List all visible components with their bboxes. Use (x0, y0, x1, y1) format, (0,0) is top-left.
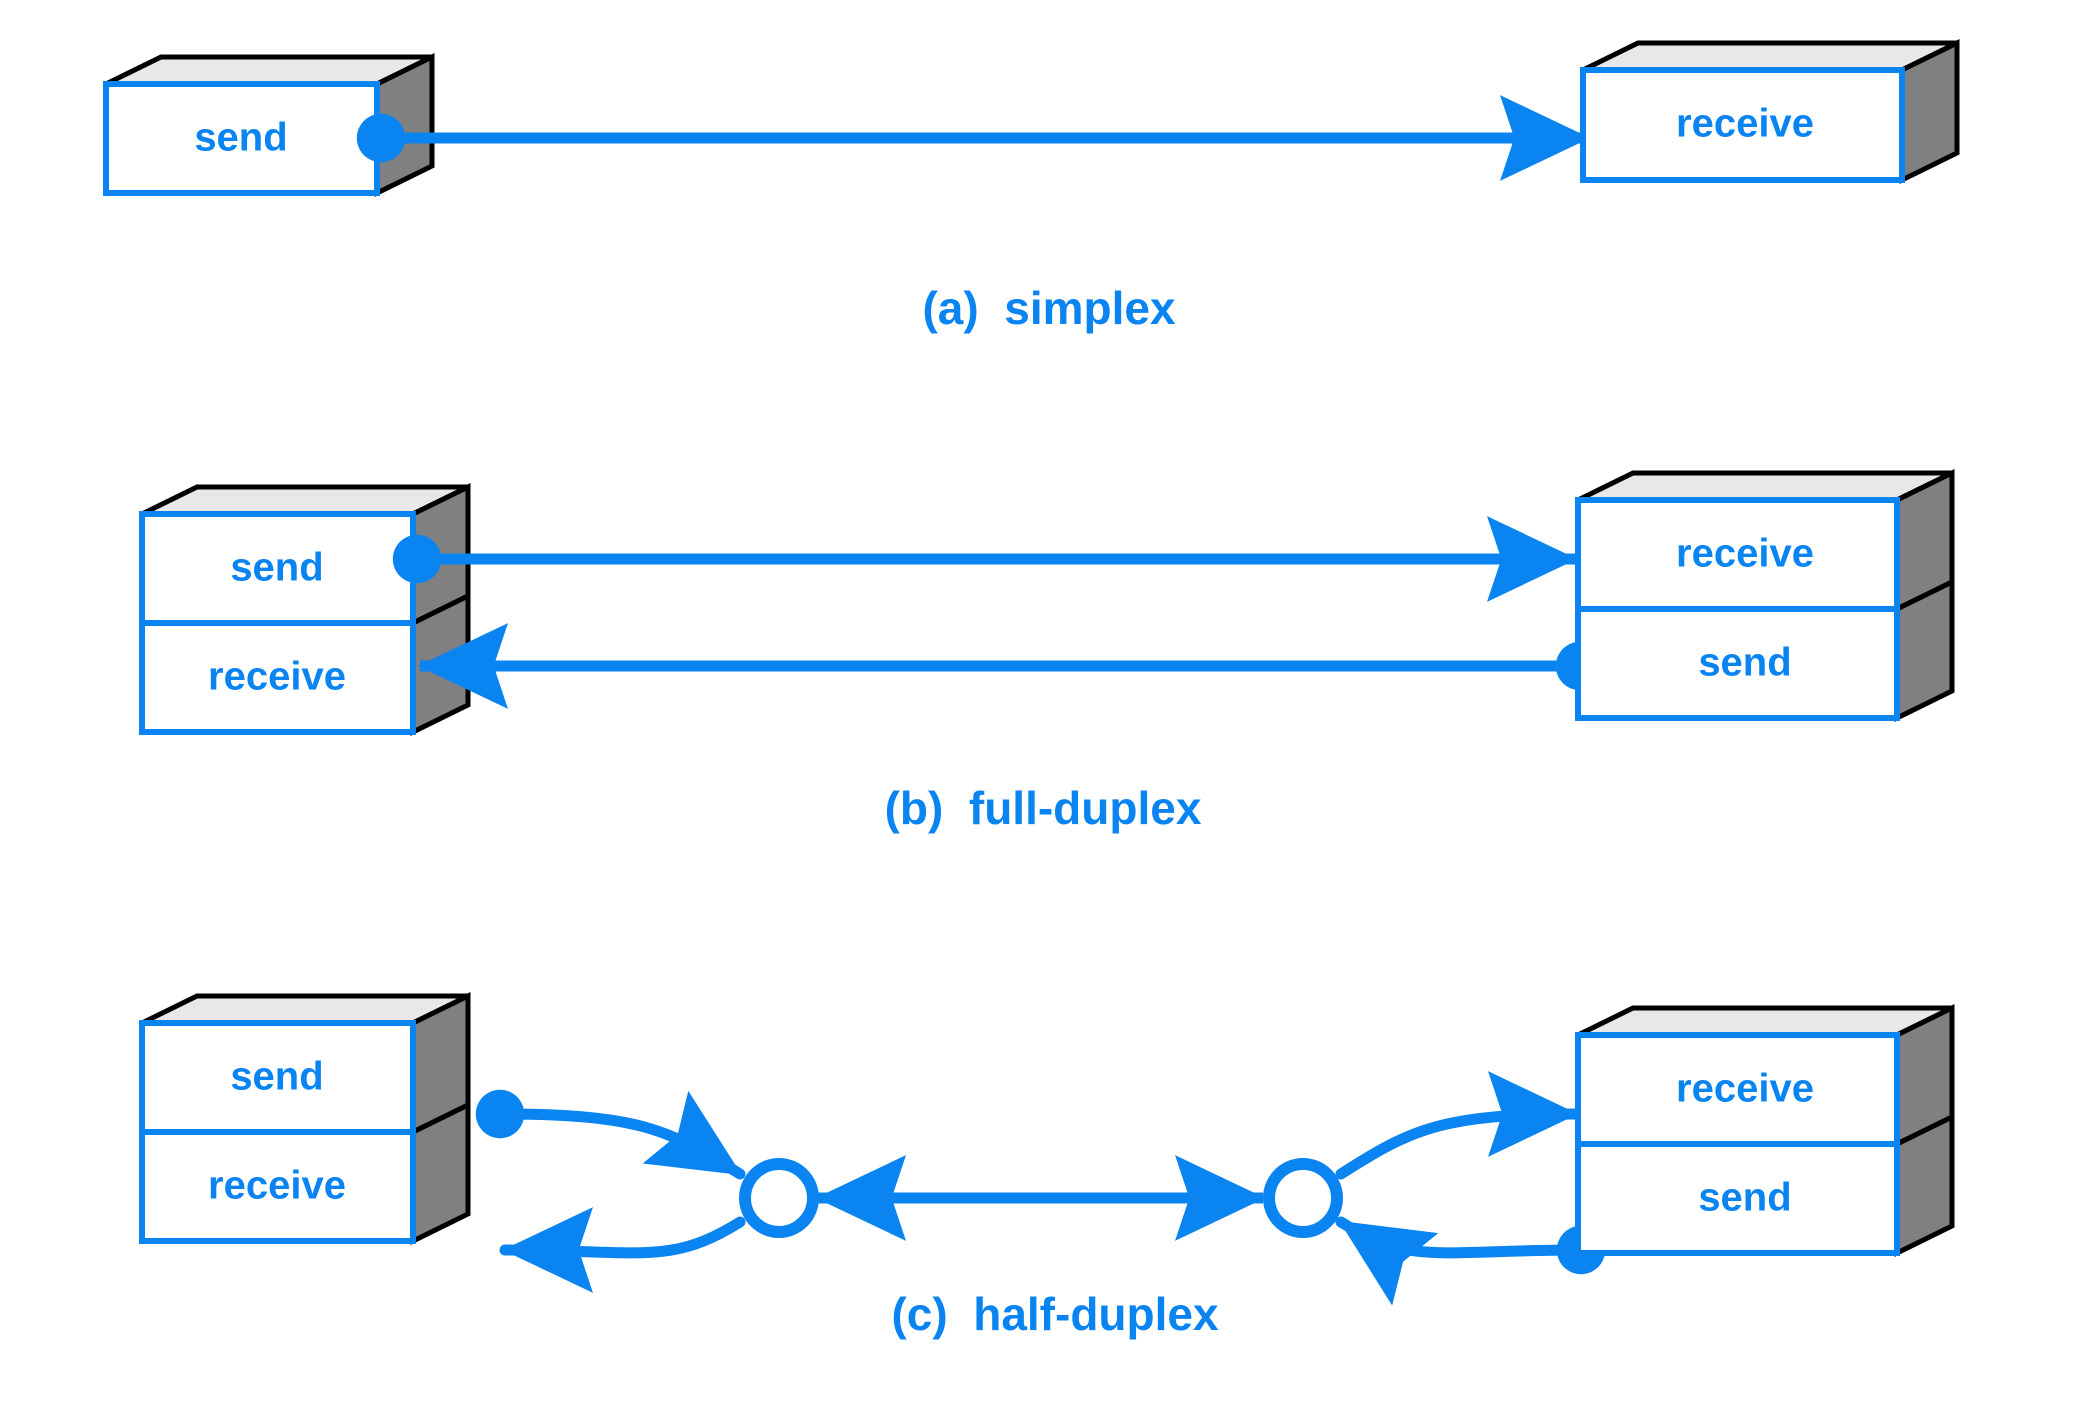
halfduplex-curve-right-send-to-junction (1335, 1216, 1606, 1306)
right-junction-circle[interactable] (1263, 1158, 1343, 1238)
box-side-face (374, 52, 435, 198)
box-top-face (1576, 470, 1954, 503)
box-top-face (1581, 40, 1959, 73)
halfduplex-right-label-send: send (1698, 1176, 1791, 1220)
simplex-right-box[interactable]: receive (1580, 38, 1960, 185)
box-side-face-lower (410, 1100, 471, 1246)
box-side-face-lower (1894, 1112, 1955, 1258)
panel-half-duplex: send receive receive send (c) half-dup (139, 991, 1955, 1340)
halfduplex-left-label-receive: receive (208, 1164, 346, 1208)
halfduplex-curve-left-send-to-junction (475, 1089, 746, 1180)
box-top-face (1576, 1005, 1954, 1038)
box-front-face-upper (139, 1020, 416, 1135)
box-front-face-lower (1575, 1141, 1900, 1256)
box-front-face-lower (1575, 606, 1900, 721)
left-junction-circle[interactable] (739, 1158, 819, 1238)
fullduplex-left-label-receive: receive (208, 655, 346, 699)
fullduplex-left-label-send: send (230, 546, 323, 590)
box-front-face-upper (1575, 1032, 1900, 1147)
halfduplex-right-box[interactable]: receive send (1575, 1003, 1955, 1258)
panel-simplex: send receive (a) simplex (103, 38, 1960, 334)
fullduplex-right-box[interactable]: receive send (1575, 468, 1955, 723)
box-front-face-lower (139, 620, 416, 735)
fullduplex-left-box[interactable]: send receive (139, 482, 471, 737)
simplex-right-label-receive: receive (1676, 102, 1814, 146)
caption-simplex: (a) simplex (922, 282, 1176, 334)
box-front-face-lower (139, 1129, 416, 1244)
caption-half-duplex: (c) half-duplex (891, 1288, 1219, 1340)
box-front-face (1580, 67, 1905, 183)
box-side-face-lower (1894, 577, 1955, 723)
box-side-face (1899, 38, 1960, 185)
halfduplex-curve-junction-to-left-receive (499, 1207, 746, 1293)
halfduplex-right-label-receive: receive (1676, 1067, 1814, 1111)
fullduplex-right-label-send: send (1698, 641, 1791, 685)
simplex-left-box[interactable]: send (103, 52, 435, 198)
halfduplex-left-box[interactable]: send receive (139, 991, 471, 1246)
panel-full-duplex: send receive receive send (b) full-duple… (139, 468, 1955, 834)
caption-full-duplex: (b) full-duplex (885, 782, 1202, 834)
fullduplex-right-label-receive: receive (1676, 532, 1814, 576)
halfduplex-curve-junction-to-right-receive (1335, 1071, 1582, 1180)
simplex-left-label-send: send (194, 116, 287, 160)
halfduplex-left-label-send: send (230, 1055, 323, 1099)
